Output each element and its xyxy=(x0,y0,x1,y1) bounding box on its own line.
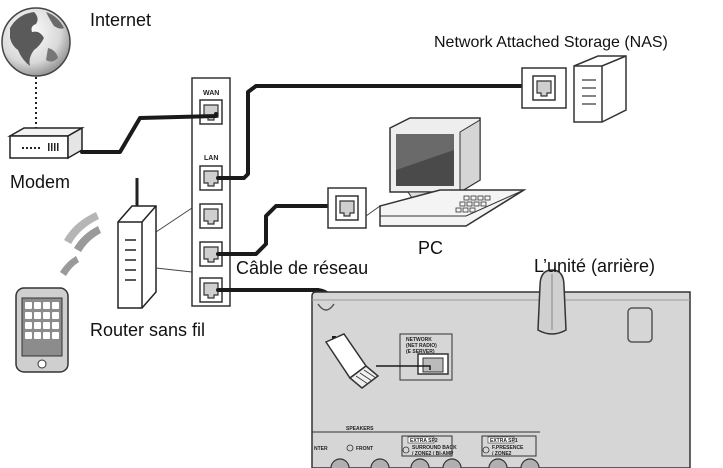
cable-lan-pc xyxy=(216,204,340,256)
wan-label: WAN xyxy=(203,90,219,97)
extra-sp1-label: EXTRA SP1 xyxy=(490,438,518,444)
network-title: NETWORK xyxy=(406,337,432,343)
globe-icon xyxy=(1,7,71,77)
pc-icon xyxy=(379,117,527,227)
router-callout xyxy=(155,207,193,273)
network-port-leader xyxy=(376,365,431,370)
front-label: FRONT xyxy=(356,446,373,452)
nas-label: Network Attached Storage (NAS) xyxy=(434,34,668,51)
center-label: NTER xyxy=(314,446,328,452)
surround-back-label: SURROUND BACK xyxy=(412,445,457,451)
pc-port[interactable] xyxy=(335,195,359,221)
pc-label: PC xyxy=(418,238,444,258)
router-label: Router sans fil xyxy=(90,320,206,340)
rj45-plug-icon xyxy=(324,333,380,389)
smartphone-icon xyxy=(15,287,69,373)
zone2-biamp-label: / ZONE2 / BI-AMP xyxy=(412,451,454,457)
internet-label: Internet xyxy=(90,10,152,30)
wireless-router-icon xyxy=(117,178,157,309)
network-port[interactable] xyxy=(422,357,444,373)
lan-label: LAN xyxy=(204,155,218,162)
cable-label: Câble de réseau xyxy=(236,258,369,278)
speakers-label: SPEAKERS xyxy=(346,426,374,432)
pc-callout xyxy=(365,205,381,217)
wan-port[interactable] xyxy=(199,99,223,125)
nas-port[interactable] xyxy=(532,75,556,101)
modem-label: Modem xyxy=(10,172,71,192)
unit-label: L’unité (arrière) xyxy=(534,256,656,276)
lan-port-2[interactable] xyxy=(199,203,223,229)
network-sub2: (E SERVER) xyxy=(406,349,435,355)
modem-icon xyxy=(7,126,85,160)
wifi-waves-icon xyxy=(60,212,101,276)
nas-icon xyxy=(573,55,627,123)
f-presence-label: F.PRESENCE xyxy=(492,445,524,451)
av-receiver-rear-panel: NETWORK (NET RADIO) (E SERVER) SPEAKERS … xyxy=(311,269,691,468)
network-sub1: (NET RADIO) xyxy=(406,343,437,349)
zone2-label: / ZONE2 xyxy=(492,451,512,457)
extra-sp2-label: EXTRA SP2 xyxy=(410,438,438,444)
cable-lan-nas xyxy=(216,84,534,180)
cable-modem-wan xyxy=(80,112,218,154)
